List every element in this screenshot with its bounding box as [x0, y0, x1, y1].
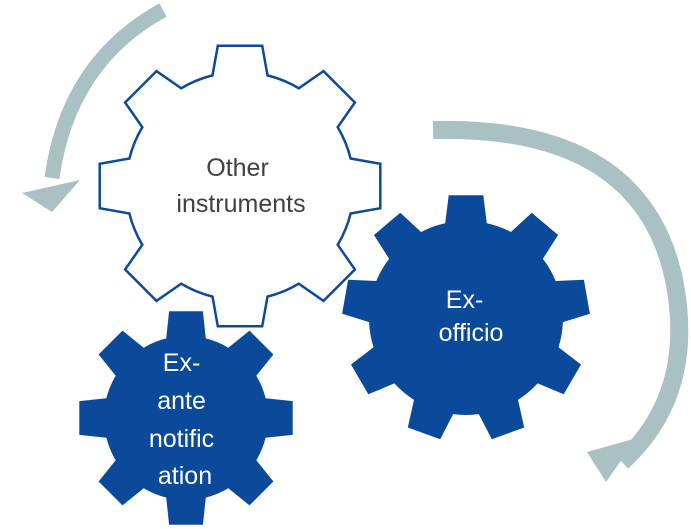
ex-officio-gear-shape — [342, 195, 590, 440]
top-left-arrow-head — [22, 180, 80, 212]
top-left-arrow-shaft — [44, 3, 167, 180]
ex-ante-notification-gear: Ex- ante notific ation — [79, 311, 293, 525]
ex-ante-notification-gear-shape — [79, 311, 293, 525]
right-arrow-head — [587, 438, 637, 482]
ex-officio-gear-label: Ex- officio — [439, 286, 504, 347]
other-instruments-gear-shape — [98, 44, 382, 328]
top-left-curved-arrow-icon — [22, 3, 167, 212]
ex-ante-notification-gear-label: Ex- ante notific ation — [149, 349, 221, 490]
right-arrow-shaft — [432, 120, 689, 469]
other-instruments-gear-label: Other instruments — [176, 154, 305, 218]
other-instruments-gear: Other instruments — [98, 44, 382, 328]
right-curved-arrow-icon — [432, 120, 689, 482]
ex-officio-gear: Ex- officio — [342, 195, 590, 440]
